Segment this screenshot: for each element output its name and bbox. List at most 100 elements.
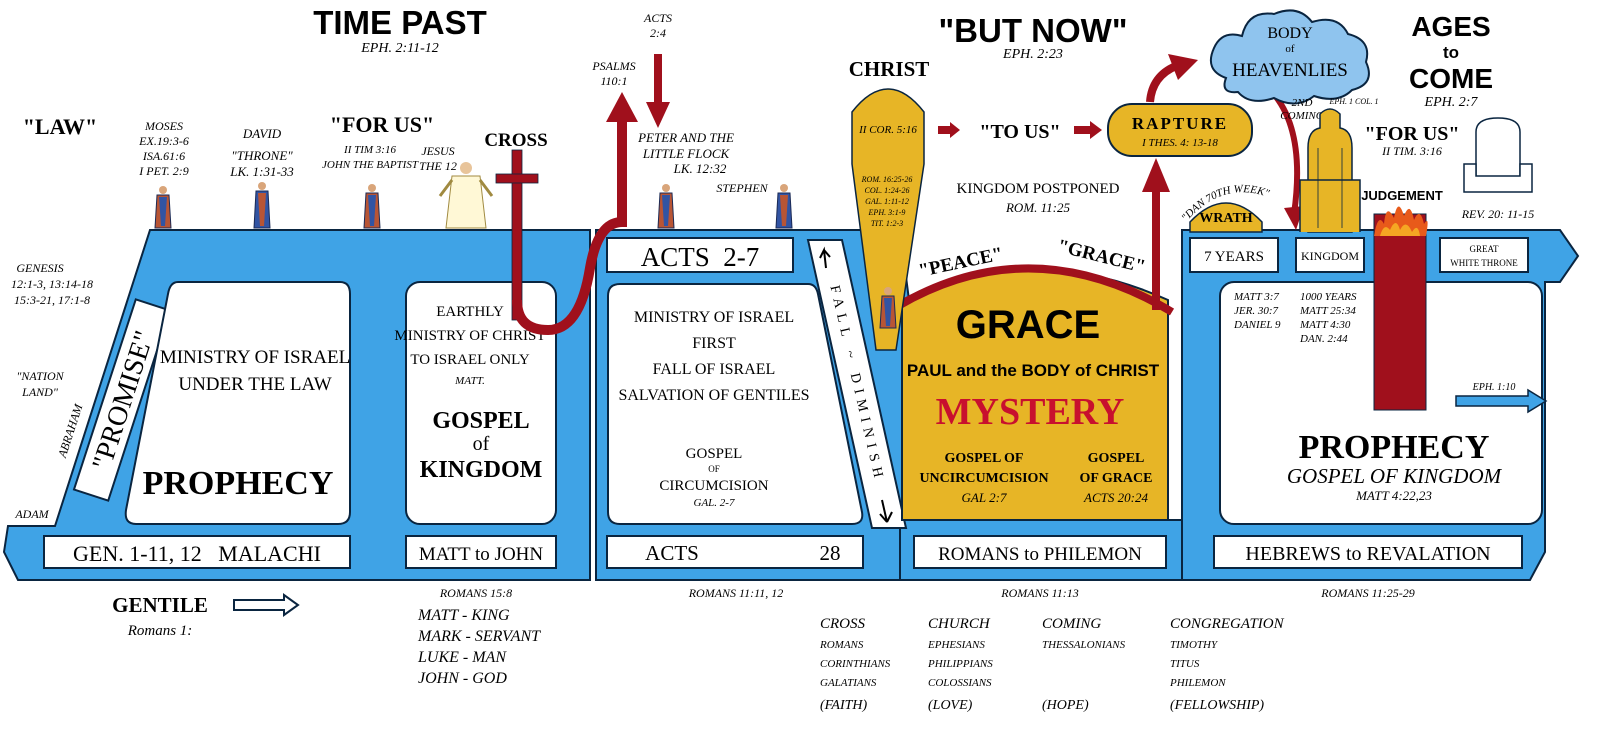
ages-title: AGES	[1411, 11, 1490, 42]
cloud-line3: HEAVENLIES	[1232, 60, 1348, 81]
seven-years-box	[1189, 237, 1279, 273]
col-cross-item1: ROMANS	[819, 639, 864, 651]
nation-label: "NATION	[16, 369, 64, 383]
romans-11-13: ROMANS 11:13	[1000, 586, 1078, 600]
gospel-kingdom-1: GOSPEL	[432, 408, 529, 434]
rapture-to-heaven-arrow	[1146, 62, 1178, 103]
law-label: "LAW"	[23, 114, 98, 139]
moses-ref-3: I PET. 2:9	[138, 164, 188, 178]
col-congregation-item2: TITUS	[1170, 658, 1200, 670]
col-coming-foot: (HOPE)	[1042, 698, 1089, 713]
col-coming-item1: THESSALONIANS	[1042, 639, 1126, 651]
to-us-arrow-left	[938, 122, 960, 138]
earthly-matt: MATT.	[454, 375, 485, 387]
kingdom-postponed: KINGDOM POSTPONED	[957, 181, 1120, 197]
little-flock-ref: LK. 12:32	[673, 161, 727, 176]
genesis-ref-1: 12:1-3, 13:14-18	[11, 277, 93, 291]
prophecy-ref-a2: JER. 30:7	[1234, 305, 1278, 317]
for-us-right: "FOR US"	[1365, 123, 1460, 145]
epistle-col-church: CHURCH EPHESIANS PHILIPPIANS COLOSSIANS …	[927, 616, 993, 713]
prophecy-left: PROPHECY	[143, 465, 334, 502]
fall-arrow-down	[879, 499, 893, 523]
romans-15-8: ROMANS 15:8	[439, 586, 512, 600]
gen-malachi-box	[43, 535, 351, 569]
rapture-to-heaven-head	[1168, 54, 1198, 80]
prophecy-ref-a1: MATT 3:7	[1233, 291, 1279, 303]
gospel-kingdom-3: KINGDOM	[420, 457, 543, 483]
moses-ref-1: EX.19:3-6	[138, 134, 189, 148]
jesus-label: JESUS	[421, 144, 454, 158]
romans1-label: Romans 1:	[127, 623, 193, 639]
second-coming-2: COMING	[1280, 110, 1323, 122]
little-flock-label: LITTLE FLOCK	[642, 146, 731, 161]
acts-top-label: ACTS	[643, 11, 672, 25]
wrath-dome	[1189, 202, 1263, 233]
white-throne-icon	[1463, 117, 1533, 193]
mystery-title: MYSTERY	[936, 391, 1125, 433]
acts-box	[607, 283, 864, 525]
grace-gospel-line1: GOSPEL	[1088, 451, 1145, 466]
gospel-kingdom-2: of	[473, 433, 490, 455]
grace-gospel-line2: OF GRACE	[1080, 471, 1153, 486]
col-cross-foot: (FAITH)	[820, 698, 868, 713]
prophecy-ref-a3: DANIEL 9	[1233, 319, 1281, 331]
acts-2-7-box	[606, 237, 794, 273]
gospel-circ-1: GOSPEL	[686, 446, 743, 462]
grace-gospel-ref: ACTS 20:24	[1083, 490, 1148, 505]
throne-ref: LK. 1:31-33	[229, 164, 294, 179]
epistle-col-coming: COMING THESSALONIANS (HOPE)	[1042, 616, 1126, 713]
acts-line1: MINISTRY OF ISRAEL	[634, 309, 794, 326]
earthly-line1: EARTHLY	[436, 304, 504, 320]
gospel-circ-2: OF	[708, 464, 720, 474]
acts-bottom-label: ACTS	[645, 541, 699, 565]
rapture-label: RAPTURE	[1132, 114, 1228, 133]
second-coming-head	[1284, 206, 1304, 230]
matt-4-22: MATT 4:22,23	[1355, 488, 1432, 503]
ages-to: to	[1443, 43, 1459, 62]
romans-11-25: ROMANS 11:25-29	[1320, 586, 1414, 600]
adam-label: ADAM	[14, 507, 49, 521]
stephen-figure	[775, 184, 793, 229]
land-label: LAND"	[21, 385, 59, 399]
hebrews-revelation-label: HEBREWS to REVALATION	[1245, 543, 1490, 565]
cone-ref-5: TIT. 1:2-3	[871, 219, 903, 228]
acts-28-label: 28	[820, 541, 841, 565]
cross-label: CROSS	[484, 130, 547, 151]
genesis-ref-2: 15:3-21, 17:1-8	[14, 293, 90, 307]
prophecy-ref-b2: MATT 25:34	[1299, 305, 1356, 317]
acts-top-ref: 2:4	[650, 26, 666, 40]
uncirc-line1: GOSPEL OF	[945, 451, 1024, 466]
prophecy-refs-b: 1000 YEARS MATT 25:34 MATT 4:30 DAN. 2:4…	[1299, 291, 1357, 345]
for-us-left-ref2: JOHN THE BAPTIST	[322, 159, 419, 171]
christ-cone	[851, 88, 925, 351]
col-cross-head: CROSS	[820, 616, 866, 632]
earthly-box	[405, 281, 557, 525]
wrath-label: WRATH	[1199, 211, 1253, 226]
col-church-item1: EPHESIANS	[927, 639, 985, 651]
cone-ref-4: EPH. 3:1-9	[868, 208, 906, 217]
col-church-item2: PHILIPPIANS	[927, 658, 993, 670]
second-coming-1: 2ND	[1292, 97, 1313, 109]
fall-diminish-strip	[806, 239, 908, 529]
psalms-ref: 110:1	[600, 74, 627, 88]
gospel-circ-3: CIRCUMCISION	[659, 478, 768, 494]
kingdom-box	[1295, 237, 1365, 273]
gospel-matt: MATT - KING	[417, 607, 510, 624]
prophecy-refs-a: MATT 3:7 JER. 30:7 DANIEL 9	[1233, 291, 1281, 331]
col-church-head: CHURCH	[928, 616, 991, 632]
for-us-left: "FOR US"	[330, 112, 435, 137]
peter-figure	[657, 184, 675, 229]
law-box-line2: UNDER THE LAW	[178, 374, 331, 395]
judgement-pillar	[1373, 206, 1428, 411]
cor-label: II COR. 5:16	[858, 124, 917, 136]
uncirc-line2: UNCIRCUMCISION	[919, 471, 1048, 486]
for-us-right-ref: II TIM. 3:16	[1381, 144, 1442, 158]
but-now-title: "BUT NOW"	[939, 12, 1128, 49]
psalms-label: PSALMS	[591, 59, 635, 73]
acts-28-box	[606, 535, 864, 569]
acts-line3: FALL OF ISRAEL	[653, 361, 776, 378]
for-us-left-ref1: II TIM 3:16	[343, 144, 396, 156]
romans-11-11: ROMANS 11:11, 12	[688, 586, 784, 600]
hebrews-revelation-box	[1213, 535, 1523, 569]
cone-ref-1: ROM. 16:25-26	[861, 175, 913, 184]
